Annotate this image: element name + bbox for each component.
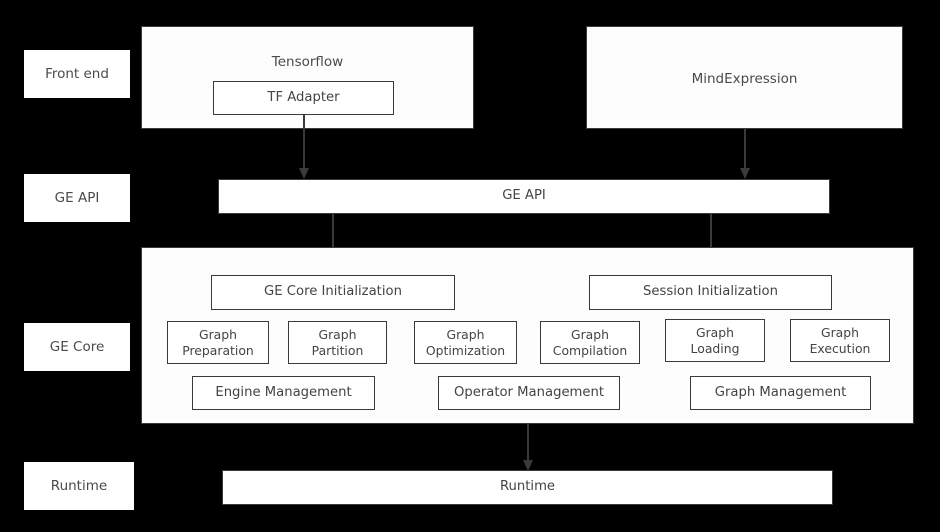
node-graph-partition[interactable]: Graph Partition bbox=[288, 321, 387, 364]
layer-label-ge-api: GE API bbox=[24, 174, 130, 222]
node-graph-preparation[interactable]: Graph Preparation bbox=[167, 321, 269, 364]
panel-tensorflow-title: Tensorflow bbox=[271, 54, 344, 70]
node-graph-execution[interactable]: Graph Execution bbox=[790, 319, 890, 362]
arrow-head bbox=[298, 168, 309, 179]
panel-mindexpression[interactable]: MindExpression bbox=[586, 26, 903, 129]
arrow-head bbox=[739, 168, 750, 179]
node-engine-management[interactable]: Engine Management bbox=[192, 376, 375, 410]
arrow-line bbox=[710, 214, 712, 264]
node-graph-management[interactable]: Graph Management bbox=[690, 376, 871, 410]
node-operator-management[interactable]: Operator Management bbox=[438, 376, 620, 410]
layer-label-ge-core: GE Core bbox=[24, 323, 130, 371]
arrow-line bbox=[303, 115, 305, 168]
arrow-line bbox=[527, 424, 529, 460]
layer-label-runtime: Runtime bbox=[24, 462, 134, 510]
layer-label-front-end: Front end bbox=[24, 50, 130, 98]
node-graph-compilation[interactable]: Graph Compilation bbox=[540, 321, 640, 364]
panel-mindexpression-title: MindExpression bbox=[691, 71, 798, 87]
bar-runtime[interactable]: Runtime bbox=[222, 470, 833, 505]
node-ge-core-initialization[interactable]: GE Core Initialization bbox=[211, 275, 455, 310]
arrow-line bbox=[332, 214, 334, 264]
node-graph-loading[interactable]: Graph Loading bbox=[665, 319, 765, 362]
bar-ge-api[interactable]: GE API bbox=[218, 179, 830, 214]
arrow-head bbox=[522, 460, 533, 471]
node-session-initialization[interactable]: Session Initialization bbox=[589, 275, 832, 310]
arrow-line bbox=[744, 129, 746, 168]
node-graph-optimization[interactable]: Graph Optimization bbox=[414, 321, 517, 364]
node-tf-adapter[interactable]: TF Adapter bbox=[213, 81, 394, 115]
